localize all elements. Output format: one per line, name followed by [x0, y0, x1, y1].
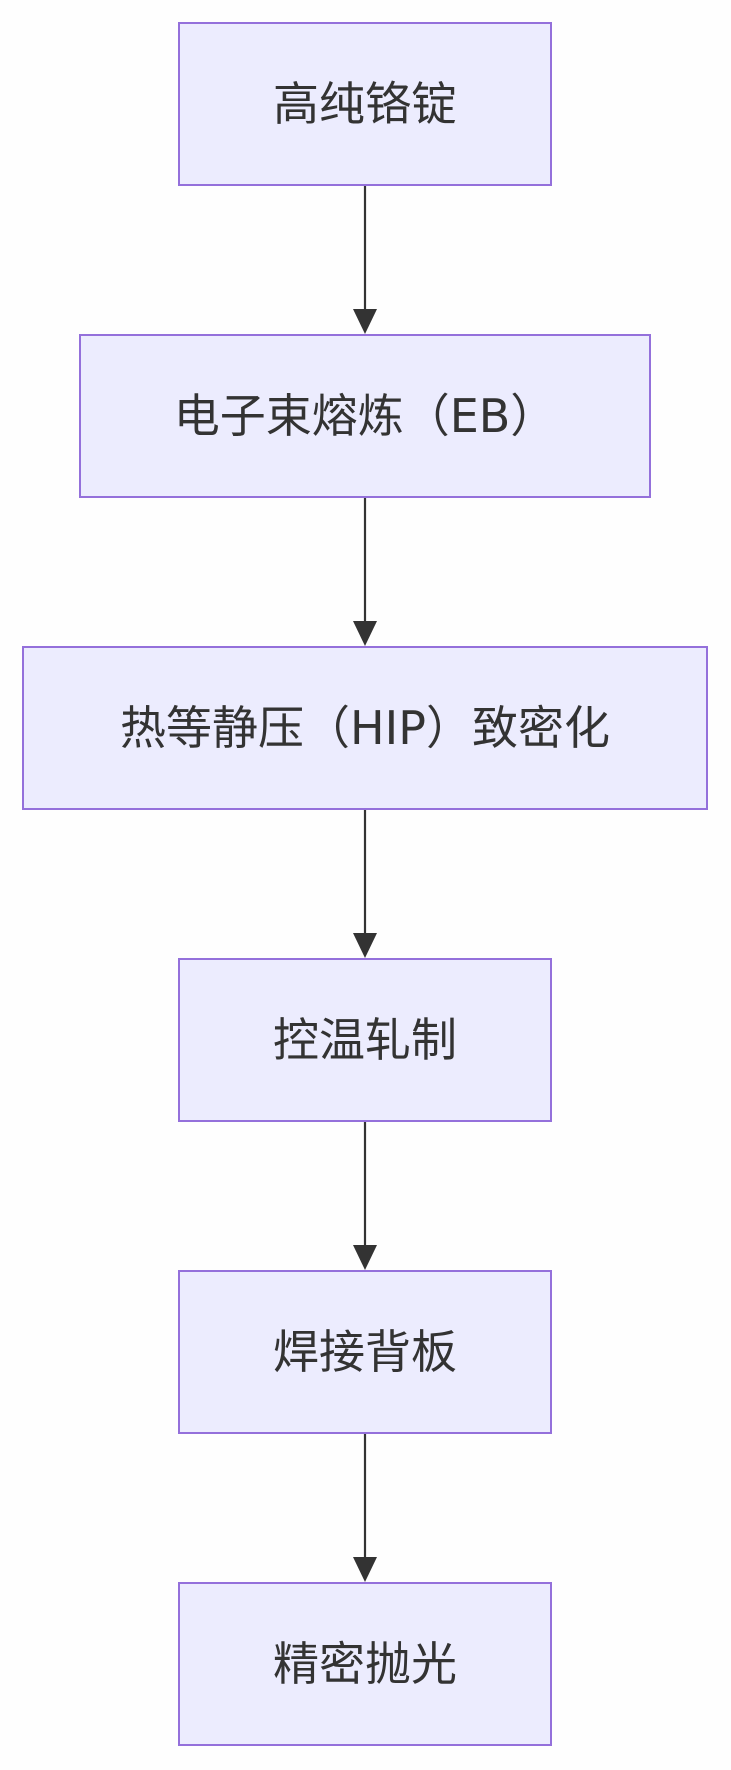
arrowhead-icon	[353, 1245, 377, 1270]
node-label: 热等静压（HIP）致密化	[120, 701, 610, 755]
flow-node: 电子束熔炼（EB）	[79, 334, 651, 498]
flow-node: 高纯铬锭	[178, 22, 552, 186]
flow-edge	[353, 809, 377, 958]
flow-edge	[353, 1121, 377, 1270]
flow-edge	[353, 1433, 377, 1582]
flow-node: 精密抛光	[178, 1582, 552, 1746]
node-box	[178, 22, 552, 186]
flow-node: 焊接背板	[178, 1270, 552, 1434]
node-label: 焊接背板	[273, 1325, 457, 1379]
arrowhead-icon	[353, 621, 377, 646]
node-label: 精密抛光	[273, 1637, 457, 1691]
flow-node: 控温轧制	[178, 958, 552, 1122]
flow-edge	[353, 185, 377, 334]
node-label: 高纯铬锭	[273, 77, 457, 131]
flow-edge	[353, 497, 377, 646]
node-box	[178, 958, 552, 1122]
node-box	[22, 646, 708, 810]
node-box	[178, 1270, 552, 1434]
node-box	[79, 334, 651, 498]
arrowhead-icon	[353, 309, 377, 334]
edges	[353, 185, 377, 1582]
node-box	[178, 1582, 552, 1746]
arrowhead-icon	[353, 1557, 377, 1582]
node-label: 控温轧制	[273, 1013, 457, 1067]
flow-node: 热等静压（HIP）致密化	[22, 646, 708, 810]
arrowhead-icon	[353, 933, 377, 958]
node-label: 电子束熔炼（EB）	[174, 389, 557, 443]
